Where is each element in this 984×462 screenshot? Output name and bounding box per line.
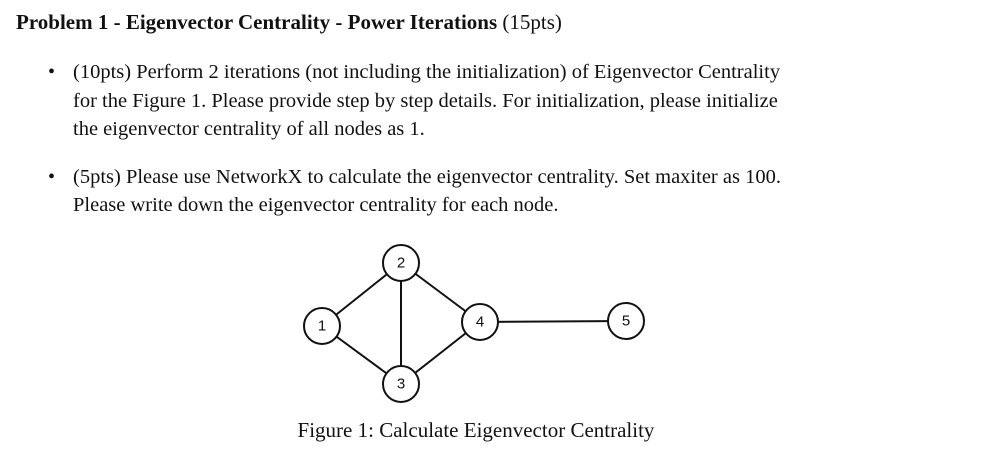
edge-4-5 [479,320,627,323]
problem-title: Problem 1 - Eigenvector Centrality - Pow… [16,10,498,34]
task-item-networkx: • (5pts) Please use NetworkX to calculat… [48,163,948,220]
node-circle [303,307,341,345]
node-circle [382,365,420,403]
graph-node-3: 3 [382,365,420,403]
task-item-iterations: • (10pts) Perform 2 iterations (not incl… [48,58,948,144]
bullet-icon: • [48,165,56,188]
problem-points: (15pts) [502,10,562,34]
node-label: 4 [476,314,484,331]
edge-3-4 [400,321,481,385]
node-label: 2 [397,255,405,272]
problem-heading: Problem 1 - Eigenvector Centrality - Pow… [16,10,562,35]
task-text-line: (5pts) Please use NetworkX to calculate … [73,165,781,188]
task-text-line: Please write down the eigenvector centra… [73,194,559,216]
graph-edges [321,262,627,385]
figure-caption: Figure 1: Calculate Eigenvector Centrali… [297,418,655,442]
task-text-line: for the Figure 1. Please provide step by… [73,89,778,112]
bullet-icon: • [48,61,56,83]
task-text-line: the eigenvector centrality of all nodes … [73,118,425,140]
node-circle [382,244,420,282]
node-label: 1 [318,318,326,335]
graph-node-5: 5 [607,302,645,340]
task-list: • (10pts) Perform 2 iterations (not incl… [48,58,948,220]
graph-node-1: 1 [303,307,341,345]
task-text-line: (10pts) Perform 2 iterations (not includ… [73,61,781,83]
edge-1-3 [321,325,402,385]
graph-node-2: 2 [382,244,420,282]
edge-1-2 [321,262,402,327]
node-circle [607,302,645,340]
node-label: 5 [622,313,630,330]
node-label: 3 [397,376,405,393]
graph-node-4: 4 [461,303,499,341]
edge-2-4 [400,262,481,323]
node-circle [461,303,499,341]
